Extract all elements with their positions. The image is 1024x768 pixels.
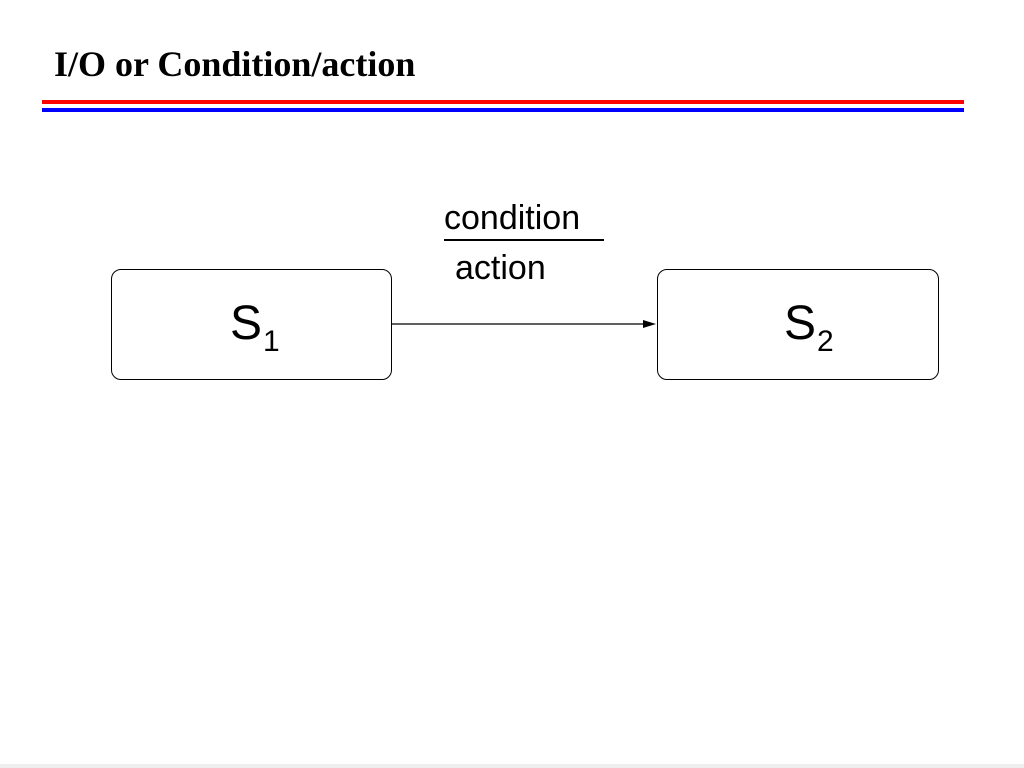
state-s2-label: S2: [784, 297, 834, 357]
state-s1-label: S1: [230, 297, 280, 357]
state-s1-subscript: 1: [263, 325, 280, 358]
transition-action-label: action: [455, 249, 546, 287]
transition-condition-label: condition: [444, 199, 581, 237]
state-s1-name: S: [230, 297, 263, 350]
title-rule-red: [42, 100, 964, 104]
state-s1: S1: [111, 269, 392, 380]
footer-strip: [0, 764, 1024, 768]
condition-action-divider: [444, 239, 604, 241]
state-s2: S2: [657, 269, 939, 380]
arrowhead-icon: [643, 320, 656, 328]
slide-title: I/O or Condition/action: [54, 44, 416, 84]
state-s2-name: S: [784, 297, 817, 350]
state-s2-subscript: 2: [817, 325, 834, 358]
title-rule-blue: [42, 108, 964, 112]
